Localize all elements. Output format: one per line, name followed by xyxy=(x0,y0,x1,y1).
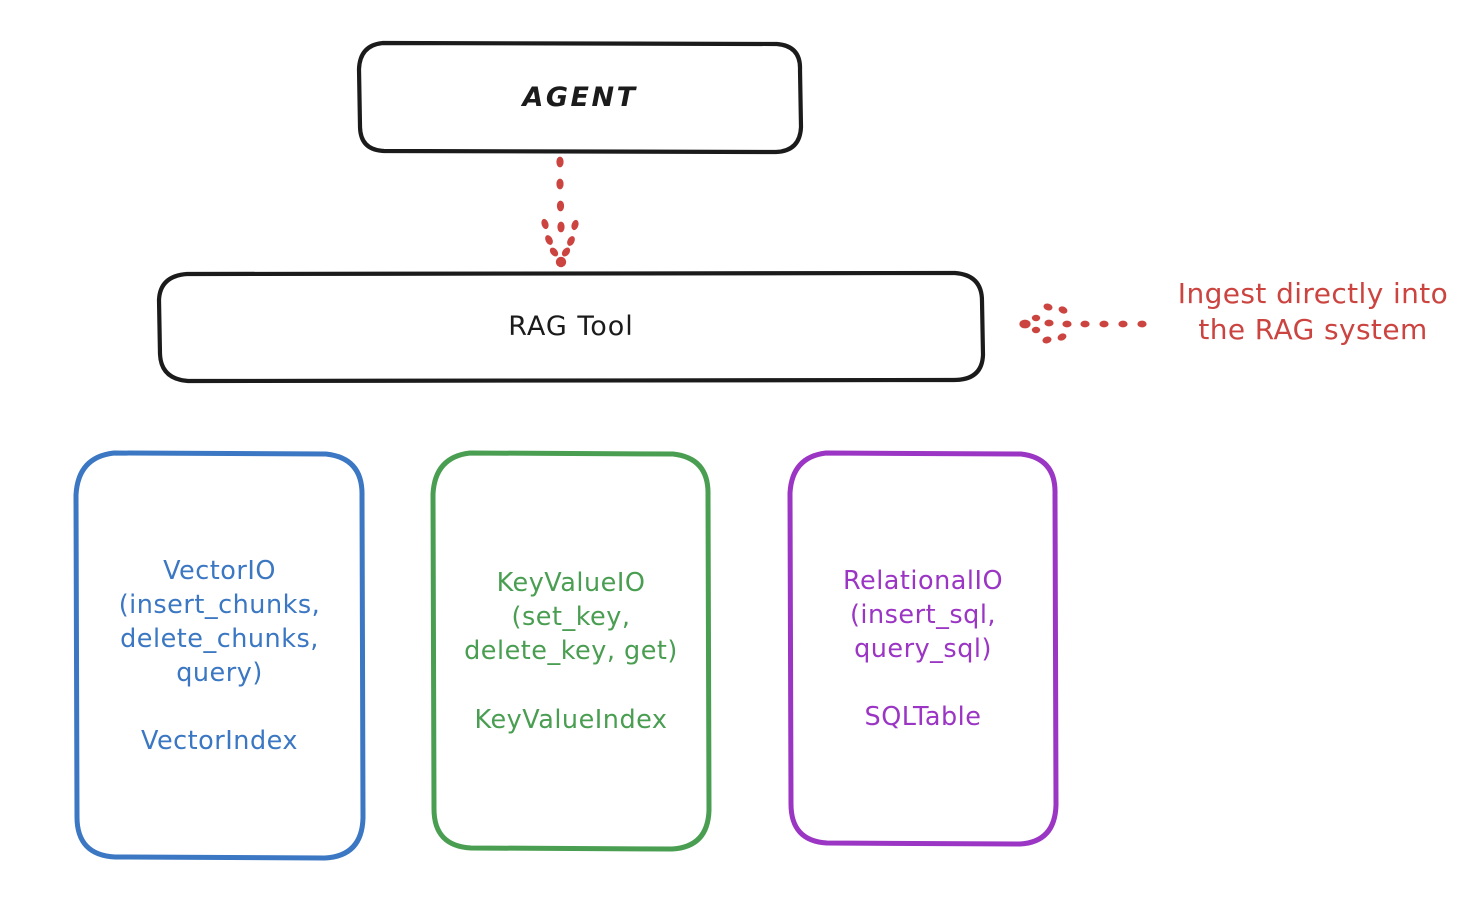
agent-label: AGENT xyxy=(522,81,638,113)
node-rag-tool[interactable]: RAG Tool xyxy=(156,270,986,384)
rag-tool-label: RAG Tool xyxy=(508,311,634,343)
connector-agent-to-rag-tool xyxy=(541,156,579,268)
relational-io-label: RelationalIO (insert_sql, query_sql) SQL… xyxy=(842,565,1004,733)
node-key-value-io[interactable]: KeyValueIO (set_key, delete_key, get) Ke… xyxy=(429,450,713,853)
node-agent[interactable]: AGENT xyxy=(356,40,804,155)
annotation-ingest: Ingest directly into the RAG system xyxy=(1148,276,1478,349)
connector-ingest-to-rag-tool xyxy=(1019,303,1147,344)
annotation-ingest-text: Ingest directly into the RAG system xyxy=(1177,277,1449,347)
node-vector-io[interactable]: VectorIO (insert_chunks, delete_chunks, … xyxy=(72,450,367,862)
node-relational-io[interactable]: RelationalIO (insert_sql, query_sql) SQL… xyxy=(786,450,1060,848)
key-value-io-label: KeyValueIO (set_key, delete_key, get) Ke… xyxy=(464,568,678,735)
vector-io-label: VectorIO (insert_chunks, delete_chunks, … xyxy=(118,555,321,757)
